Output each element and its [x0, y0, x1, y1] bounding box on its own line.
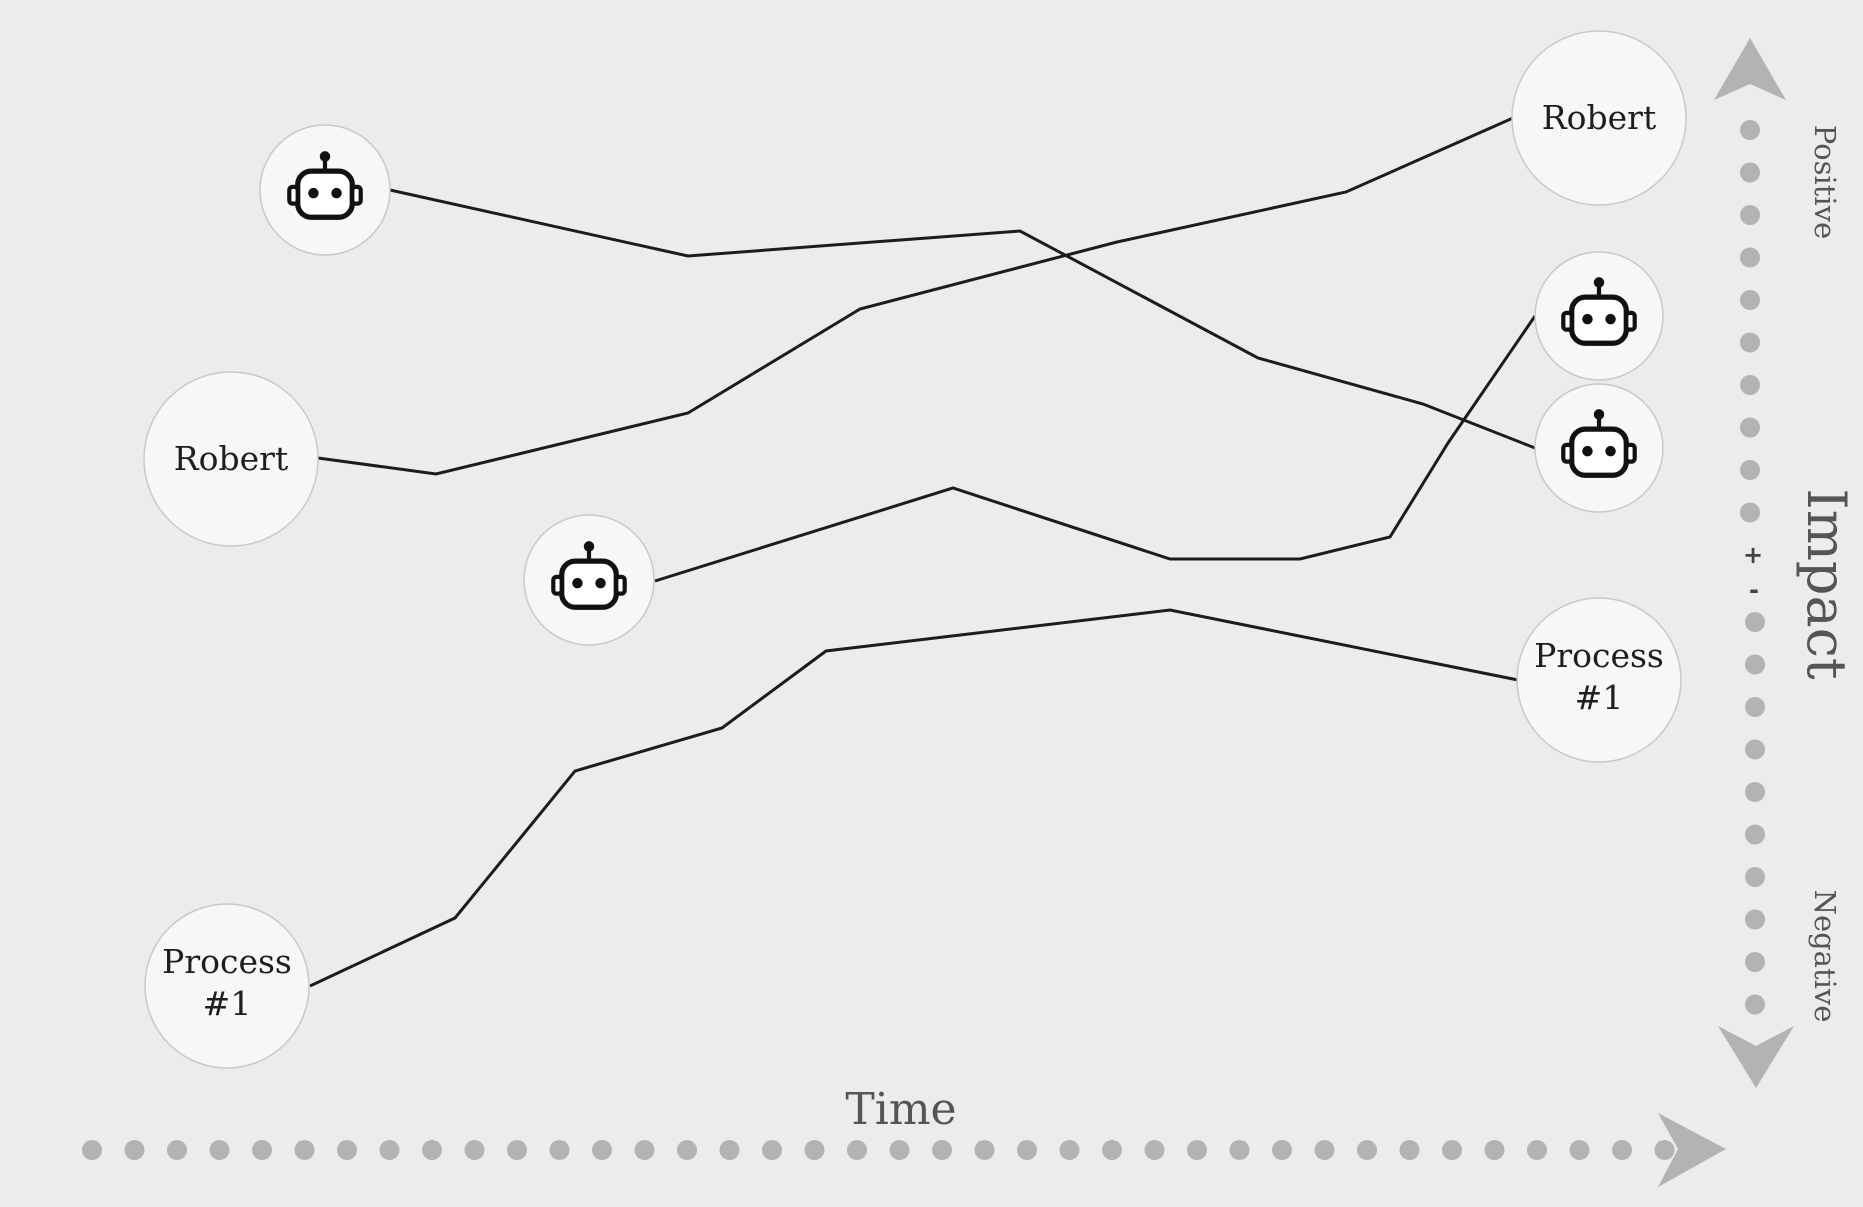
- connections: [309, 116, 1537, 988]
- impact-axis-dot: [1745, 867, 1765, 887]
- time-axis-title: Time: [845, 1084, 956, 1135]
- time-axis-dot: [1017, 1140, 1037, 1160]
- node-robert-right[interactable]: Robert: [1511, 30, 1687, 206]
- robot-node-middle[interactable]: [523, 514, 655, 646]
- time-axis-dot: [677, 1140, 697, 1160]
- robot-node-top-left[interactable]: [259, 124, 391, 256]
- time-axis-dot: [1484, 1140, 1505, 1160]
- impact-axis-dot: [1740, 332, 1760, 353]
- impact-axis-dot: [1745, 697, 1765, 717]
- impact-axis-arrowhead-bottom: [1718, 1026, 1794, 1088]
- time-axis-dot: [337, 1140, 357, 1160]
- time-axis-dot: [932, 1140, 952, 1160]
- time-axis-dot: [379, 1140, 400, 1160]
- time-axis-dot: [804, 1140, 825, 1160]
- impact-positive-label: Positive: [1808, 125, 1842, 239]
- time-axis-dot: [847, 1140, 867, 1160]
- impact-axis-dots: [1740, 120, 1765, 1015]
- connection-robert: [317, 116, 1514, 476]
- time-axis-dot: [549, 1140, 570, 1160]
- node-label: Robert: [174, 439, 288, 478]
- impact-axis-dot: [1745, 909, 1765, 930]
- nodes: Robert Process #1 Robert Process #1: [143, 30, 1687, 1069]
- impact-minus-sign: -: [1749, 576, 1759, 604]
- impact-axis-dot: [1745, 994, 1765, 1015]
- time-axis-dot: [294, 1140, 315, 1160]
- impact-axis-dot: [1745, 654, 1765, 675]
- time-axis-dot: [1612, 1140, 1632, 1160]
- node-label-line1: Process: [1534, 636, 1664, 675]
- robot-node-right-upper[interactable]: [1534, 251, 1664, 381]
- time-axis-dot: [209, 1140, 230, 1160]
- time-axis-arrowhead: [1658, 1113, 1726, 1187]
- impact-axis-dot: [1745, 739, 1765, 760]
- time-axis-dot: [1357, 1140, 1377, 1160]
- impact-axis-dot: [1745, 782, 1765, 802]
- impact-axis-arrowhead-top: [1714, 38, 1786, 100]
- time-axis-dot: [422, 1140, 442, 1160]
- impact-axis-dot: [1740, 205, 1760, 225]
- time-axis-dot: [1187, 1140, 1207, 1160]
- time-axis-dot: [1527, 1140, 1547, 1160]
- time-axis-dot: [1144, 1140, 1165, 1160]
- connection-process: [309, 608, 1519, 988]
- connection-robot-top-left: [389, 188, 1536, 450]
- impact-axis-dot: [1740, 120, 1760, 140]
- time-axis: Time: [82, 1084, 1726, 1187]
- time-axis-dot: [167, 1140, 187, 1160]
- impact-axis-dot: [1740, 417, 1760, 438]
- time-axis-dot: [1272, 1140, 1292, 1160]
- node-process-left[interactable]: Process #1: [144, 903, 310, 1069]
- time-axis-dot: [507, 1140, 527, 1160]
- node-label-line2: #1: [203, 984, 252, 1023]
- time-axis-dot: [252, 1140, 272, 1160]
- impact-axis-dot: [1740, 460, 1760, 480]
- impact-axis-dot: [1745, 612, 1765, 632]
- impact-axis-dot: [1740, 247, 1760, 268]
- time-axis-dot: [889, 1140, 910, 1160]
- impact-axis-dot: [1740, 290, 1760, 310]
- node-label: Robert: [1542, 98, 1656, 137]
- time-axis-dot: [1569, 1140, 1590, 1160]
- node-robert-left[interactable]: Robert: [143, 371, 319, 547]
- time-axis-dot: [634, 1140, 655, 1160]
- node-label-line1: Process: [162, 942, 292, 981]
- impact-axis-dot: [1740, 162, 1760, 183]
- impact-axis-dot: [1745, 824, 1765, 845]
- impact-axis-dot: [1740, 375, 1760, 395]
- node-label-line2: #1: [1575, 678, 1624, 717]
- time-axis-dot: [82, 1140, 102, 1160]
- impact-axis-dot: [1745, 952, 1765, 972]
- time-axis-dot: [1442, 1140, 1462, 1160]
- robot-node-right-lower[interactable]: [1534, 383, 1664, 513]
- impact-axis-dot: [1740, 502, 1760, 523]
- time-axis-dot: [974, 1140, 995, 1160]
- impact-axis-title: Impact: [1795, 488, 1858, 680]
- time-axis-dot: [464, 1140, 485, 1160]
- impact-plus-sign: +: [1743, 541, 1763, 569]
- time-axis-dot: [762, 1140, 782, 1160]
- time-axis-dot: [1059, 1140, 1080, 1160]
- time-axis-dot: [1314, 1140, 1335, 1160]
- time-axis-dot: [592, 1140, 612, 1160]
- time-axis-dot: [1229, 1140, 1250, 1160]
- connection-robot-middle: [654, 315, 1537, 583]
- node-process-right[interactable]: Process #1: [1516, 597, 1682, 763]
- time-axis-dots: [82, 1140, 1675, 1160]
- time-axis-dot: [124, 1140, 145, 1160]
- time-axis-dot: [1399, 1140, 1420, 1160]
- impact-negative-label: Negative: [1808, 890, 1842, 1023]
- time-axis-dot: [719, 1140, 740, 1160]
- time-axis-dot: [1654, 1140, 1675, 1160]
- impact-axis: + - Impact Positive Negative: [1714, 38, 1858, 1088]
- time-axis-dot: [1102, 1140, 1122, 1160]
